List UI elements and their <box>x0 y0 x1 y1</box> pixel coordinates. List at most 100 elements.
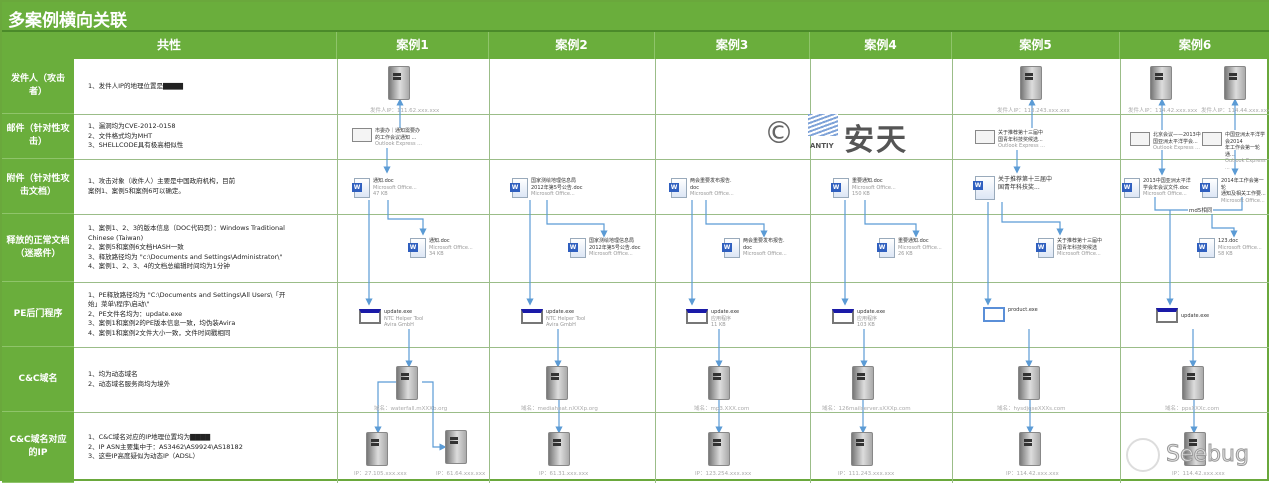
doc-name: 通知.doc <box>429 238 450 244</box>
domain-label: 域名：ppsXXXc.com <box>1165 406 1220 412</box>
page-title: 多案例横向关联 <box>2 2 1269 32</box>
antiy-logo-text: ANTIY <box>810 142 834 150</box>
doc-info: Microsoft Office... 34 KB <box>429 244 473 258</box>
word-doc-icon <box>352 178 370 198</box>
exe-window-icon <box>832 309 854 324</box>
divider <box>489 59 490 483</box>
email-node: 市委办｜通知需要办 的工作会议通知 ...Outlook Express ... <box>352 128 422 148</box>
exe-window-icon <box>686 309 708 324</box>
doc-info: Microsoft Office... <box>531 191 575 197</box>
arrow <box>705 200 768 238</box>
doc-info: Microsoft Office... 58 KB <box>1218 244 1262 258</box>
word-doc-icon <box>568 238 586 258</box>
divider <box>655 59 656 483</box>
row-label-cc-ip: C&C域名对应的IP <box>2 412 74 483</box>
divider <box>337 59 338 483</box>
divider <box>74 214 1269 215</box>
doc-info: Microsoft Office... <box>1143 191 1187 197</box>
common-decoy: 1、案例1、2、3的版本信息（DOC代码页）：Windows Tradition… <box>88 224 285 271</box>
sender-ip-label: 发件人IP：111.62.xxx.xxx <box>370 108 440 114</box>
exe-window-icon <box>521 309 543 324</box>
common-attachment: 1、攻击对象（收件人）主要是中国政府机构，目前 案例1、案例5和案例6可以确定。 <box>88 177 236 195</box>
server-icon <box>1182 366 1204 400</box>
doc-name: 2013中国亚洲太平洋 学会年会议文件.doc <box>1143 178 1191 191</box>
mail-icon <box>1130 132 1150 146</box>
email-subject: 市委办｜通知需要办 的工作会议通知 ... <box>375 128 421 141</box>
word-doc-icon <box>408 238 426 258</box>
row-label-sender: 发件人（攻击者） <box>2 59 74 114</box>
copyright-icon: © <box>764 116 794 151</box>
header-case-4: 案例4 <box>810 32 952 59</box>
row-label-cc-domain: C&C域名 <box>2 347 74 412</box>
email-client: Outlook Express ... <box>1153 145 1200 151</box>
common-cc-domain: 1、均为动态域名 2、动态域名服务商均为境外 <box>88 370 171 388</box>
document-node: 2014年工作会第一轮 通知及相关工作要...Microsoft Office.… <box>1200 178 1267 204</box>
divider <box>74 412 1269 413</box>
word-doc-icon <box>722 238 740 258</box>
common-pe: 1、PE释放路径均为 "C:\Documents and Settings\Al… <box>88 290 286 337</box>
doc-name: 国家测绘地理信息局 2012年第5号公告.doc <box>589 238 641 251</box>
server-icon <box>1018 366 1040 400</box>
arrow <box>387 200 427 236</box>
doc-info: Microsoft Office... <box>690 191 734 197</box>
arrow <box>374 381 398 434</box>
doc-info: Microsoft Office... <box>1221 197 1265 204</box>
email-client: Outlook Express ... <box>1225 158 1266 171</box>
divider <box>810 59 811 483</box>
server-icon <box>851 432 873 466</box>
word-doc-icon <box>973 176 995 200</box>
email-node: 中国亚洲太平洋学会2014 年工作会第一轮通...Outlook Express… <box>1202 132 1267 171</box>
ip-label: IP：123.254.xxx.xxx <box>695 471 752 477</box>
doc-name: 关于推荐第十三届中 国青年科技奖候选 <box>1057 238 1103 251</box>
arrow <box>864 200 920 238</box>
row-label-pe: PE后门程序 <box>2 282 74 347</box>
word-doc-icon <box>1122 178 1140 198</box>
ip-label: IP：114.42.xxx.xxx <box>1172 471 1225 477</box>
exe-window-icon <box>983 307 1005 322</box>
header-case-2: 案例2 <box>489 32 655 59</box>
word-doc-icon <box>1200 178 1218 198</box>
email-subject: 关于推荐第十三届中 国青年科技奖候选... <box>998 130 1044 143</box>
header-case-1: 案例1 <box>337 32 489 59</box>
divider <box>74 114 1269 115</box>
header-case-5: 案例5 <box>952 32 1120 59</box>
word-doc-icon <box>669 178 687 198</box>
server-icon <box>1224 66 1246 100</box>
word-doc-icon <box>510 178 528 198</box>
sender-ip-label: 发件人IP：113.243.xxx.xxx <box>997 108 1070 114</box>
exe-name: update.exe <box>711 309 740 315</box>
header-case-3: 案例3 <box>655 32 810 59</box>
server-icon <box>445 430 467 464</box>
email-subject: 北京会议——2013中 国亚洲太平洋学会... <box>1153 132 1201 145</box>
ip-label: IP：114.42.xxx.xxx <box>1006 471 1059 477</box>
document-node: 关于推荐第十三届中 国青年科技奖... <box>973 176 1052 200</box>
server-icon <box>396 366 418 400</box>
server-icon <box>1150 66 1172 100</box>
exe-info: NTC Helper Tool Avira GmbH <box>384 315 424 329</box>
exe-node: product.exe <box>983 307 1038 322</box>
arrow <box>546 200 608 238</box>
antiy-logo-cn: 安天 <box>844 123 908 158</box>
doc-name: 2014年工作会第一轮 通知及相关工作要... <box>1221 178 1266 197</box>
row-label-email: 邮件（针对性攻击） <box>2 114 74 159</box>
doc-info: Microsoft Office... <box>1057 251 1101 257</box>
sender-ip-label: 发件人IP：114.44.xxx.xxx <box>1201 108 1269 114</box>
exe-node: update.exe <box>1156 308 1209 323</box>
doc-info: Microsoft Office... <box>743 251 787 257</box>
doc-name: 两会重要发布报告. doc <box>690 178 732 191</box>
doc-info: Microsoft Office... <box>589 251 633 257</box>
doc-info: Microsoft Office... 150 KB <box>852 184 896 198</box>
server-icon <box>1184 432 1206 466</box>
doc-name: 重要通知.doc <box>852 178 883 184</box>
